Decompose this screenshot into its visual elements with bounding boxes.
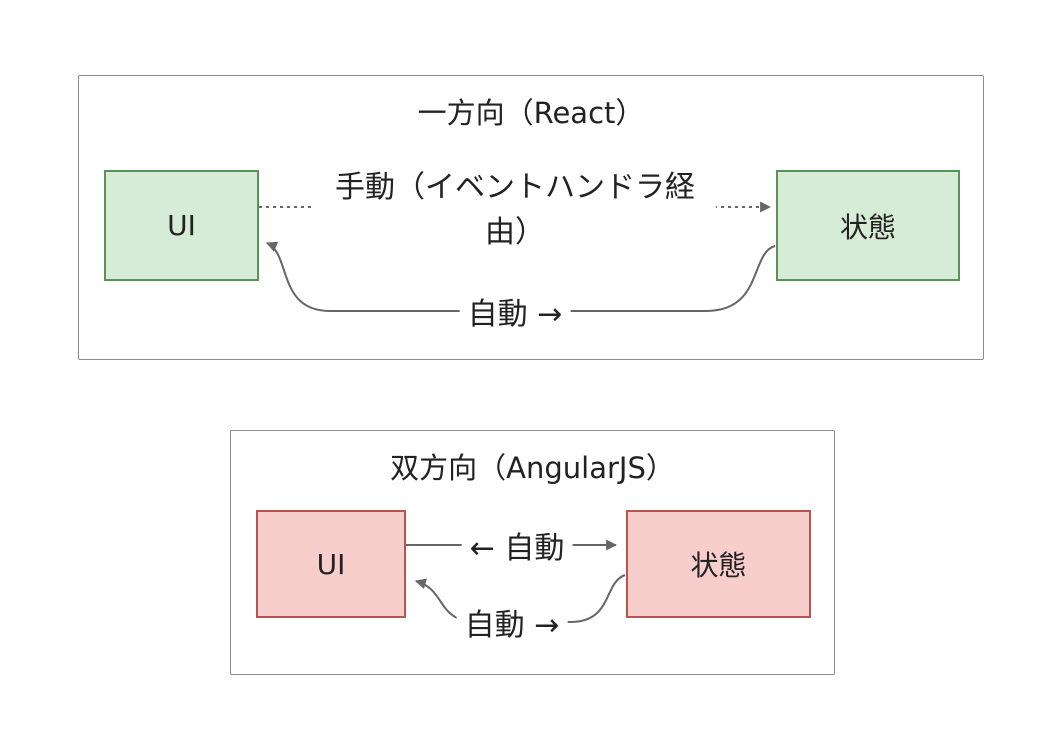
angular-auto-to-state-label: ← 自動	[461, 521, 573, 569]
react-frame-title: 一方向（React）	[417, 96, 645, 130]
angular-frame-title: 双方向（AngularJS）	[390, 451, 675, 485]
react-auto-edge-label: 自動 →	[459, 287, 571, 335]
react-ui-node: UI	[104, 170, 259, 281]
react-state-node: 状態	[776, 170, 960, 281]
react-manual-edge-label: 手動（イベントハンドラ経由）	[314, 165, 716, 255]
angular-auto-to-ui-label: 自動 →	[456, 598, 568, 646]
angular-ui-node: UI	[256, 510, 406, 618]
angular-state-node: 状態	[626, 510, 811, 618]
